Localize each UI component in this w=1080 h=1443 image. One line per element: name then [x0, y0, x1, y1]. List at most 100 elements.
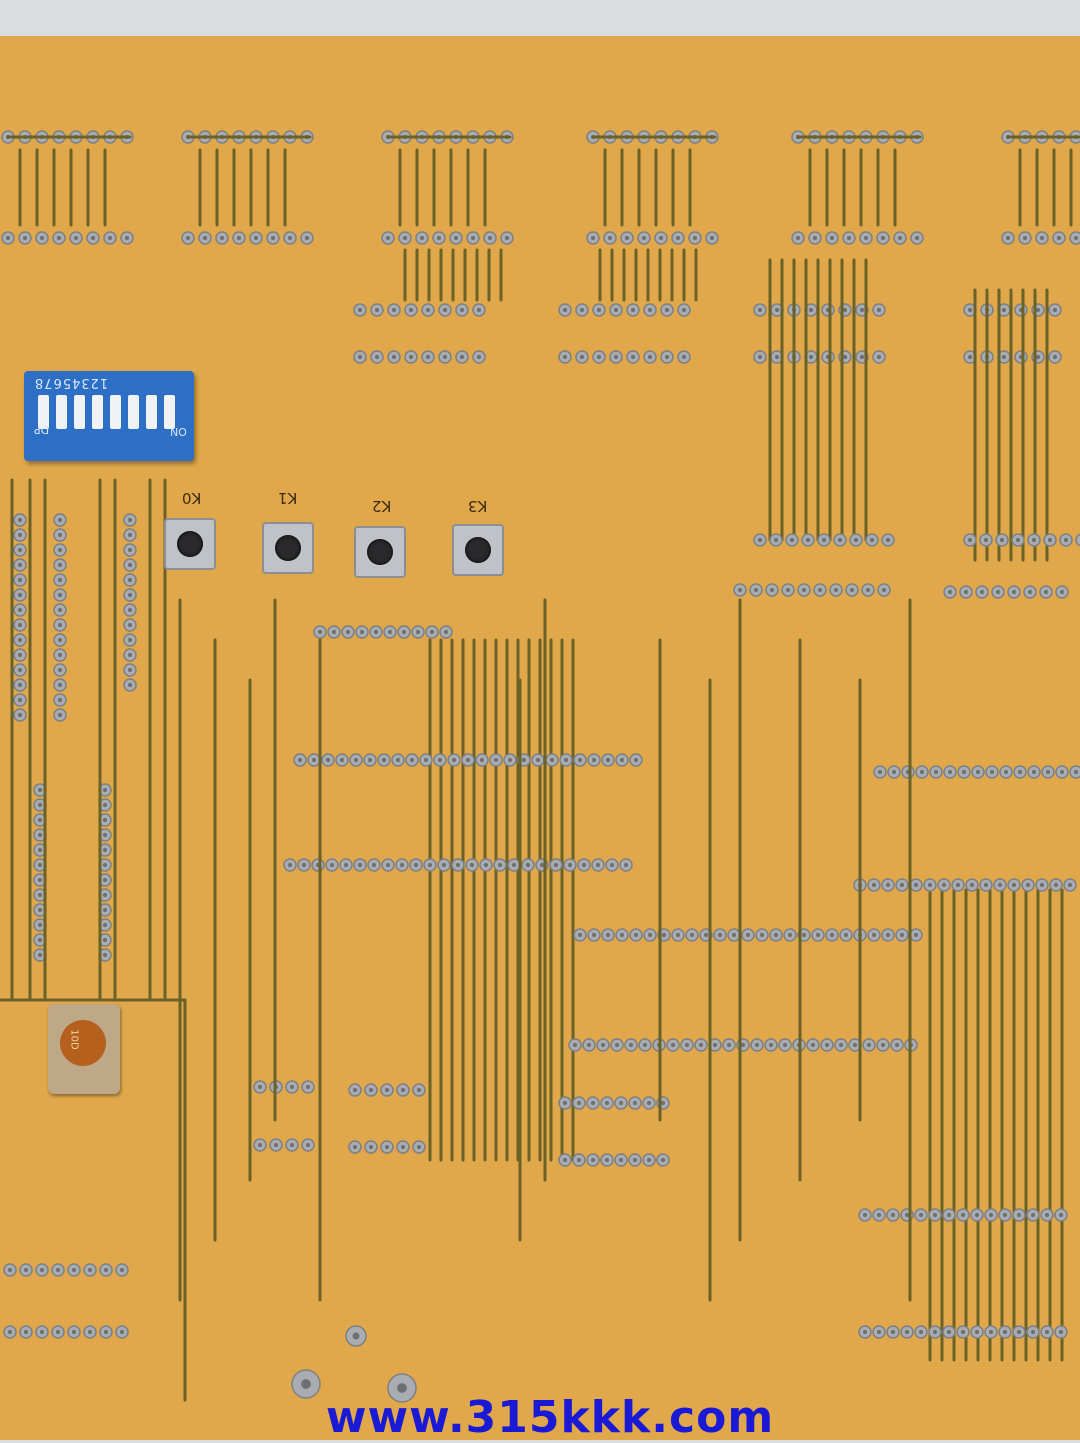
pad-hole: [690, 933, 694, 937]
pad-hole: [818, 588, 822, 592]
pad-hole: [948, 590, 952, 594]
pad-hole: [1068, 883, 1072, 887]
pad-hole: [1003, 1213, 1007, 1217]
pad-hole: [56, 1330, 60, 1334]
pad-hole: [1004, 770, 1008, 774]
pad-hole: [24, 1268, 28, 1272]
pad-hole: [920, 770, 924, 774]
pad-hole: [975, 1330, 979, 1334]
pad-hole: [1006, 236, 1010, 240]
pad-hole: [128, 668, 132, 672]
button-label-k2: K2: [372, 497, 391, 515]
pad-hole: [809, 355, 813, 359]
pad-hole: [428, 863, 432, 867]
pad-hole: [58, 668, 62, 672]
pad-hole: [24, 1330, 28, 1334]
pad-hole: [1017, 1330, 1021, 1334]
pad-hole: [822, 538, 826, 542]
dip-switch-toggle: [164, 395, 175, 429]
pad-hole: [643, 1043, 647, 1047]
pad-hole: [933, 1330, 937, 1334]
pad-hole: [811, 1043, 815, 1047]
pad-hole: [847, 236, 851, 240]
pad-hole: [420, 236, 424, 240]
pad-hole: [614, 355, 618, 359]
pad-hole: [58, 608, 62, 612]
pad-hole: [578, 933, 582, 937]
pad-hole: [1040, 883, 1044, 887]
pad-hole: [369, 1088, 373, 1092]
pad-hole: [682, 308, 686, 312]
pad-hole: [392, 308, 396, 312]
pad-hole: [103, 908, 107, 912]
pad-hole: [642, 236, 646, 240]
pad-hole: [1045, 1213, 1049, 1217]
pad-hole: [699, 1043, 703, 1047]
pad-hole: [863, 1330, 867, 1334]
pad-hole: [254, 236, 258, 240]
pad-hole: [563, 1101, 567, 1105]
pad-hole: [414, 863, 418, 867]
pad-hole: [128, 548, 132, 552]
pad-hole: [470, 863, 474, 867]
pad-hole: [306, 1085, 310, 1089]
tactile-button-k3: [452, 524, 504, 576]
pad-hole: [919, 1330, 923, 1334]
pad-hole: [580, 355, 584, 359]
pad-hole: [484, 863, 488, 867]
pad-hole: [834, 588, 838, 592]
pad-hole: [905, 1213, 909, 1217]
pad-hole: [505, 236, 509, 240]
pad-hole: [741, 1043, 745, 1047]
pad-hole: [790, 538, 794, 542]
pad-hole: [619, 1101, 623, 1105]
pad-hole: [676, 236, 680, 240]
pad-hole: [872, 933, 876, 937]
pad-hole: [624, 863, 628, 867]
pad-hole: [353, 1145, 357, 1149]
pad-hole: [128, 683, 132, 687]
pad-hole: [554, 863, 558, 867]
pad-hole: [103, 803, 107, 807]
pad-hole: [38, 803, 42, 807]
pad-hole: [732, 933, 736, 937]
pad-hole: [8, 1330, 12, 1334]
pad-hole: [610, 863, 614, 867]
pad-hole: [839, 1043, 843, 1047]
pad-hole: [38, 938, 42, 942]
pad-hole: [758, 308, 762, 312]
pad-hole: [108, 236, 112, 240]
pad-hole: [990, 770, 994, 774]
watermark-text: www.315kkk.com: [270, 1392, 830, 1443]
pad-hole: [74, 236, 78, 240]
pad-hole: [786, 588, 790, 592]
pad-hole: [877, 308, 881, 312]
pad-hole: [843, 355, 847, 359]
pad-hole: [754, 588, 758, 592]
pad-hole: [914, 883, 918, 887]
pad-hole: [563, 308, 567, 312]
pad-hole: [661, 1158, 665, 1162]
pad-hole: [477, 355, 481, 359]
pad-hole: [984, 538, 988, 542]
pad-hole: [870, 538, 874, 542]
pad-hole: [989, 1330, 993, 1334]
button-label-k3: K3: [468, 497, 487, 515]
pad-hole: [1053, 308, 1057, 312]
pad-hole: [964, 590, 968, 594]
pad-hole: [318, 630, 322, 634]
pad-hole: [634, 933, 638, 937]
pad-hole: [444, 630, 448, 634]
pad-hole: [629, 1043, 633, 1047]
pad-hole: [975, 1213, 979, 1217]
pad-hole: [274, 1143, 278, 1147]
pad-hole: [128, 593, 132, 597]
pad-hole: [526, 863, 530, 867]
pad-hole: [438, 758, 442, 762]
pad-hole: [38, 848, 42, 852]
pad-hole: [634, 758, 638, 762]
pad-hole: [386, 863, 390, 867]
pad-hole: [305, 236, 309, 240]
pad-hole: [1012, 590, 1016, 594]
pad-hole: [647, 1101, 651, 1105]
